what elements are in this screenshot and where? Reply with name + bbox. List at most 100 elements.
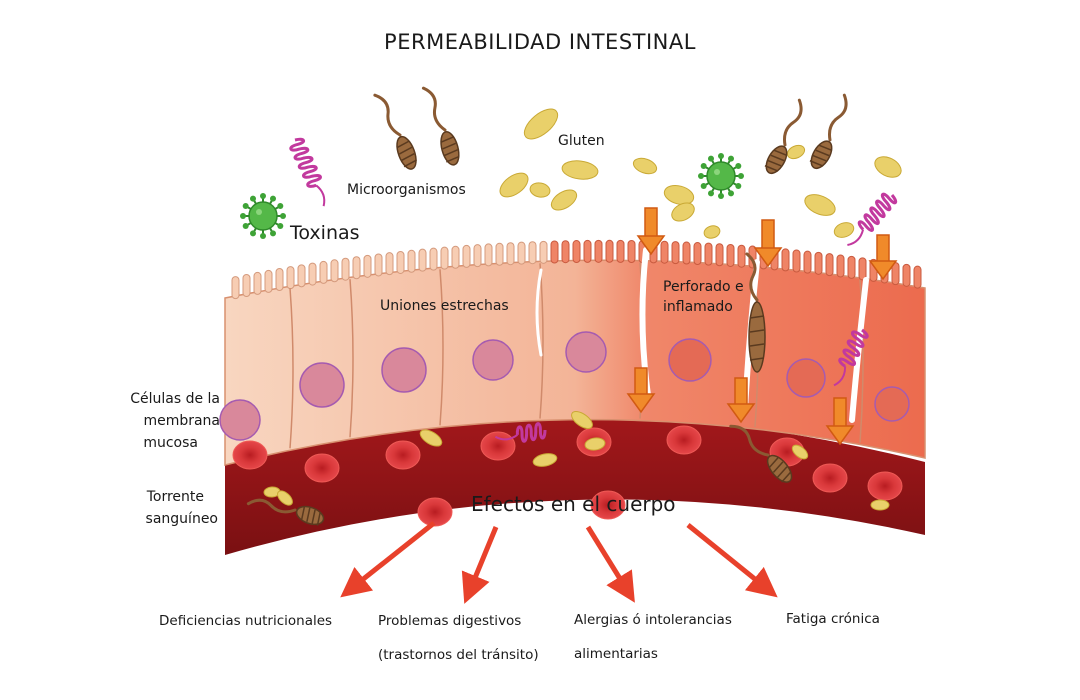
red-blood-cell — [417, 497, 453, 527]
bacterium-stripe — [401, 152, 415, 161]
mucosa-label-line2: membrana — [143, 413, 220, 429]
nucleus — [565, 331, 607, 373]
microvillus — [660, 240, 669, 264]
toxin-icon — [833, 328, 869, 387]
bacterium-icon — [246, 498, 325, 526]
arrow-head — [626, 393, 656, 414]
virus-spike-tip — [708, 155, 714, 162]
gluten-particle — [277, 490, 293, 506]
microvillus — [253, 271, 262, 295]
microvillus — [693, 242, 702, 266]
microvillus — [330, 259, 339, 283]
toxin-icon — [494, 422, 547, 443]
arrow-shaft — [761, 219, 775, 251]
nucleus — [668, 338, 712, 382]
gluten-particle — [703, 225, 721, 239]
microvillus — [462, 244, 471, 268]
microvillus — [396, 250, 405, 274]
microvillus — [495, 242, 504, 266]
microvillus — [792, 249, 801, 273]
toxin-tail — [494, 434, 519, 441]
gluten-particle — [550, 189, 578, 211]
intercellular-gap — [849, 277, 869, 423]
microvillus — [506, 242, 515, 266]
virus-spike-tip — [700, 183, 707, 189]
bacterium-stripe — [440, 135, 455, 143]
microvillus — [440, 246, 449, 270]
bloodstream-label-line2: sanguíneo — [145, 511, 218, 527]
microvillus — [363, 254, 372, 278]
perforated-label-line1: Perforado e — [663, 279, 744, 295]
microvillus — [627, 239, 636, 263]
virus-spike-tip — [708, 190, 714, 197]
nucleus — [786, 358, 826, 398]
gluten-particle — [571, 411, 593, 429]
bloodstream-label-line1: Torrente — [146, 489, 204, 505]
microvillus — [616, 239, 625, 263]
bacterium-icon — [421, 86, 460, 166]
arrow-head — [636, 235, 666, 256]
microvillus — [473, 244, 482, 268]
gluten-particle — [833, 222, 855, 238]
microvillus — [517, 241, 526, 265]
microvillus — [484, 243, 493, 267]
microvillus — [550, 240, 559, 264]
microvillus — [572, 240, 581, 264]
virus-spike-tip — [250, 195, 256, 202]
microorganisms-label: Microorganismos — [347, 182, 466, 198]
bacterium-tail — [783, 98, 803, 147]
bacterium-stripe — [399, 146, 413, 155]
virus-spike-tip — [700, 163, 707, 169]
gluten-particle — [663, 184, 695, 206]
bacterium-stripe — [749, 329, 765, 333]
bacterium-stripe — [446, 155, 460, 163]
bacterium-stripe — [749, 315, 765, 319]
bacterium-tail — [246, 498, 297, 514]
down-arrow — [753, 219, 783, 268]
microvillus — [605, 239, 614, 263]
arrow-shaft — [833, 397, 847, 429]
microvillus — [308, 262, 317, 286]
gluten-particle — [786, 144, 806, 160]
gluten-particle — [870, 499, 890, 511]
bacterium-stripe — [444, 149, 458, 157]
gluten-particles — [263, 108, 902, 511]
gluten-particle — [523, 108, 559, 140]
virus-body — [706, 161, 736, 191]
microvillus — [528, 241, 537, 265]
microvillus — [418, 248, 427, 272]
arrow-head — [868, 260, 898, 281]
nucleus — [299, 362, 345, 408]
bacterium-stripe — [809, 160, 824, 167]
bacterium-stripe — [812, 154, 827, 162]
arrow-shaft — [734, 377, 748, 407]
nucleus — [219, 399, 261, 441]
microvillus — [704, 242, 713, 266]
microvillus — [231, 276, 240, 300]
page-title: PERMEABILIDAD INTESTINAL — [384, 30, 696, 54]
effect-digestive-line1: Problemas digestivos — [378, 613, 522, 629]
virus-spike-tip — [270, 195, 276, 202]
microvillus — [385, 252, 394, 276]
toxin-tail — [315, 184, 326, 207]
effect-digestive-line2: (trastornos del tránsito) — [378, 647, 539, 663]
virus-spike-tip — [260, 233, 266, 239]
down-arrow — [825, 397, 855, 446]
bacterium-icon — [764, 98, 803, 175]
bacterium-stripe — [773, 149, 788, 157]
microvillus — [297, 264, 306, 288]
microvillus — [374, 253, 383, 277]
bacterium-tail — [421, 86, 447, 132]
microvillus — [286, 266, 295, 290]
arrow-shaft — [876, 234, 890, 264]
bacterium-stripe — [316, 511, 322, 526]
bacterium-stripe — [768, 456, 780, 468]
nucleus — [381, 347, 427, 393]
microvillus — [451, 245, 460, 269]
microvillus — [836, 254, 845, 278]
microvillus — [825, 253, 834, 277]
bacterium-icon — [373, 93, 417, 170]
microvillus — [561, 240, 570, 264]
virus-spike-tip — [260, 193, 266, 199]
